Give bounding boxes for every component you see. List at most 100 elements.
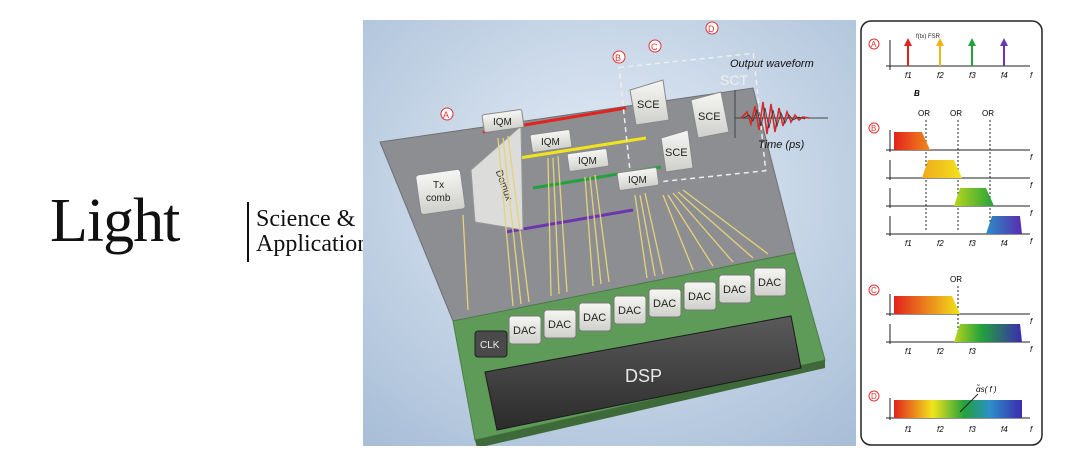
sce-block-2: SCE	[660, 129, 694, 173]
svg-text:B: B	[914, 89, 920, 98]
waveguide-yellow	[512, 136, 647, 161]
sct-label: SCT	[720, 72, 748, 88]
svg-text:A: A	[443, 110, 449, 120]
waveform-time-label: Time (ps)	[758, 139, 805, 151]
svg-text:SCE: SCE	[637, 99, 660, 111]
svg-text:DAC: DAC	[513, 325, 536, 337]
svg-text:B: B	[871, 124, 876, 133]
iqm-block-1: IQM	[481, 109, 525, 133]
svg-text:f2: f2	[937, 71, 944, 80]
iqm-block-2: IQM	[529, 129, 573, 153]
svg-text:f3: f3	[969, 71, 976, 80]
svg-text:DAC: DAC	[688, 291, 711, 303]
dac-chip: DAC	[508, 315, 542, 345]
svg-text:IQM: IQM	[493, 117, 512, 128]
svg-text:f: f	[1030, 181, 1033, 190]
svg-text:IQM: IQM	[541, 137, 560, 148]
section-b-subbands: B OR OR OR B f f f f f1 f2 f3 f4	[868, 89, 1033, 248]
svg-text:f1: f1	[905, 425, 912, 434]
marker-a: A	[440, 107, 454, 121]
svg-text:f: f	[1030, 209, 1033, 218]
dac-chip: DAC	[578, 302, 612, 332]
tx-comb-block: Tx comb	[415, 168, 466, 215]
dac-chip: DAC	[648, 288, 682, 318]
svg-text:f3: f3	[969, 425, 976, 434]
dac-row: DAC DAC DAC DAC DAC DAC DAC DAC	[508, 267, 787, 345]
svg-text:f: f	[1030, 71, 1033, 80]
logo-science-line: Science &	[256, 206, 356, 232]
svg-text:SCE: SCE	[698, 111, 721, 123]
sct-box	[618, 52, 767, 186]
svg-text:Tx: Tx	[433, 180, 444, 191]
marker-c: C	[648, 39, 662, 53]
svg-text:f1: f1	[905, 239, 912, 248]
dsp-chip: DSP	[484, 315, 802, 431]
svg-text:f4: f4	[1001, 425, 1008, 434]
svg-text:D: D	[708, 24, 715, 34]
fsr-label: f(tx) FSR	[916, 34, 941, 40]
svg-text:f1: f1	[905, 71, 912, 80]
waveguide-purple	[505, 208, 634, 234]
svg-text:f: f	[1030, 237, 1033, 246]
svg-text:IQM: IQM	[578, 156, 597, 167]
marker-b: B	[612, 50, 626, 64]
svg-text:f: f	[1030, 345, 1033, 354]
svg-text:A: A	[871, 40, 877, 49]
alpha-label: α̃s( f )	[976, 385, 997, 394]
svg-text:CLK: CLK	[480, 340, 500, 351]
svg-text:IQM: IQM	[628, 175, 647, 186]
chip-illustration: SCT SCE SCE SCE Output waveform Time (ps…	[363, 20, 856, 446]
section-d-full-spectrum: D α̃s( f ) f1 f2 f3 f4 f	[868, 385, 1033, 434]
svg-text:DAC: DAC	[758, 277, 781, 289]
svg-text:f4: f4	[1001, 239, 1008, 248]
iqm-block-4: IQM	[616, 167, 660, 191]
svg-text:f4: f4	[1001, 71, 1008, 80]
svg-text:OR: OR	[950, 109, 962, 118]
light-sa-logo: Light Science & Applications	[50, 178, 379, 288]
svg-text:DAC: DAC	[618, 305, 641, 317]
board-edge	[475, 360, 825, 446]
svg-text:f3: f3	[969, 239, 976, 248]
section-a-comb: A f(tx) FSR f1 f2 f3 f4 f	[868, 34, 1033, 80]
svg-text:DAC: DAC	[548, 319, 571, 331]
svg-text:D: D	[871, 392, 877, 401]
svg-text:C: C	[651, 42, 658, 52]
svg-text:OR: OR	[918, 109, 930, 118]
dac-chip: DAC	[718, 274, 752, 304]
svg-text:f2: f2	[937, 347, 944, 356]
clk-chip: CLK	[474, 330, 508, 358]
sce-block-3: SCE	[690, 91, 730, 139]
svg-text:DSP: DSP	[625, 366, 662, 386]
dac-chip: DAC	[753, 267, 787, 297]
logo-light-word: Light	[50, 187, 180, 255]
marker-d: D	[705, 21, 719, 35]
gold-wires	[462, 135, 769, 311]
svg-text:OR: OR	[950, 275, 962, 284]
spectrum-panel: A f(tx) FSR f1 f2 f3 f4 f B OR OR OR B f…	[860, 20, 1043, 446]
logo-divider	[247, 202, 249, 262]
svg-text:f: f	[1030, 317, 1033, 326]
svg-text:f: f	[1030, 153, 1033, 162]
svg-text:C: C	[871, 286, 877, 295]
svg-text:DAC: DAC	[583, 312, 606, 324]
svg-text:B: B	[615, 53, 621, 63]
svg-text:comb: comb	[426, 193, 451, 204]
dac-chip: DAC	[613, 295, 647, 325]
svg-text:f2: f2	[937, 239, 944, 248]
dac-chip: DAC	[543, 309, 577, 339]
svg-text:SCE: SCE	[665, 147, 688, 159]
svg-text:DAC: DAC	[653, 298, 676, 310]
svg-text:OR: OR	[982, 109, 994, 118]
sce-block-1: SCE	[629, 79, 670, 126]
svg-text:f2: f2	[937, 425, 944, 434]
svg-text:f3: f3	[969, 347, 976, 356]
iqm-block-3: IQM	[566, 148, 610, 172]
section-c-stitched: C OR f f f1 f2 f3	[868, 275, 1033, 356]
logo-applications-line: Applications	[256, 231, 379, 257]
svg-text:f1: f1	[905, 347, 912, 356]
waveform-title: Output waveform	[730, 58, 814, 70]
dac-chip: DAC	[683, 281, 717, 311]
output-waveform: Output waveform Time (ps)	[730, 58, 828, 151]
svg-text:DAC: DAC	[723, 284, 746, 296]
svg-text:f: f	[1030, 425, 1033, 434]
